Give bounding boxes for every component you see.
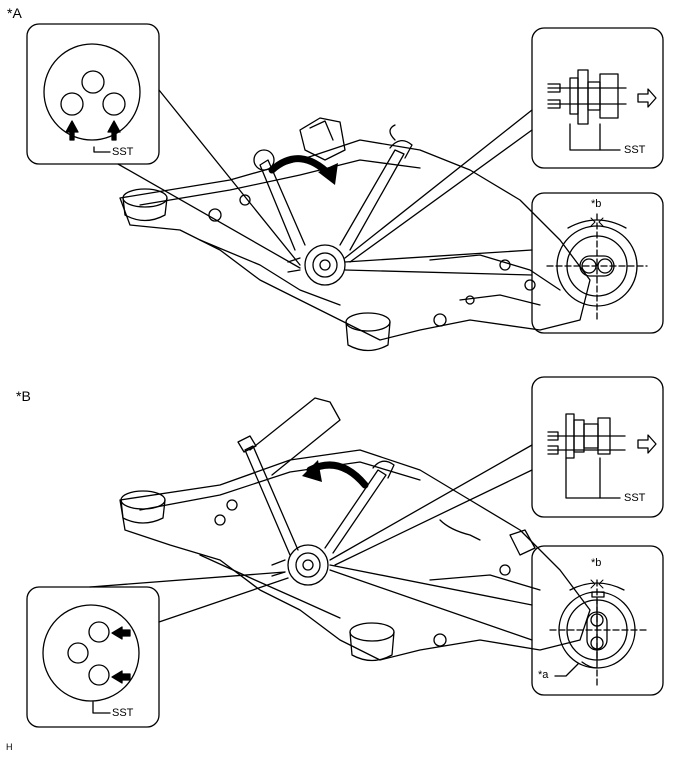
- curved-arrow-icon: [302, 460, 369, 489]
- inset-sst-tool-b: [531, 376, 664, 518]
- inset-hub-face-b: [531, 545, 664, 696]
- leader-lines-a3: [344, 249, 533, 276]
- mark-a-label: *a: [538, 669, 549, 681]
- sst-label-b-tool: SST: [624, 492, 646, 504]
- left-arrow-icon: [111, 670, 131, 684]
- up-arrow-icon: [107, 120, 121, 141]
- subframe-assembly-b: [119, 397, 591, 662]
- leader-lines-b2: [329, 564, 533, 641]
- leader-lines-a2: [344, 109, 533, 263]
- mark-b-bottom-label: *b: [591, 557, 602, 569]
- section-a-label: *A: [7, 5, 22, 21]
- leader-lines-a1: [117, 89, 301, 269]
- inset-hub-face-a: [531, 192, 664, 334]
- subframe-assembly-a: [119, 117, 591, 352]
- curved-arrow-icon: [268, 155, 338, 185]
- left-arrow-icon: [111, 626, 131, 640]
- up-arrow-icon: [65, 120, 79, 141]
- sst-label-a-inset: SST: [112, 146, 134, 158]
- outline-right-arrow-icon: [637, 434, 657, 454]
- mark-b-top-label: *b: [591, 198, 602, 210]
- leader-lines-b1: [329, 444, 533, 566]
- outline-right-arrow-icon: [637, 88, 657, 108]
- inset-sst-holes-b: [26, 586, 160, 728]
- leader-lines-b3: [89, 571, 289, 623]
- sst-label-a-tool: SST: [624, 144, 646, 156]
- footer-code: H: [6, 742, 13, 752]
- inset-sst-tool-a: [531, 27, 664, 169]
- sst-label-b-inset: SST: [112, 707, 134, 719]
- inset-sst-holes-a: [26, 23, 160, 165]
- section-b-label: *B: [16, 388, 31, 404]
